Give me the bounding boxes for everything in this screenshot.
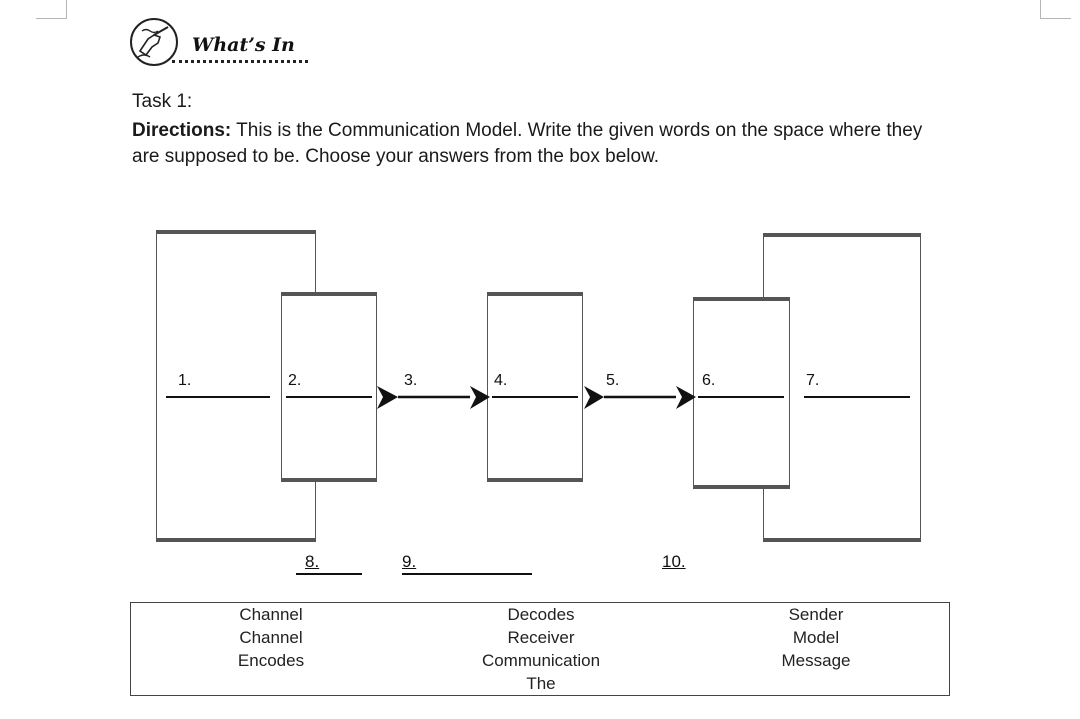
answer-word: Message: [781, 651, 851, 670]
blank-7[interactable]: [804, 396, 910, 398]
directions-text: Directions: This is the Communication Mo…: [132, 118, 952, 170]
page-corner-marker-left: [36, 0, 67, 19]
answer-column-2: Decodes Receiver Communication The: [461, 603, 621, 695]
blank-3[interactable]: [402, 396, 468, 398]
blank-1[interactable]: [166, 396, 270, 398]
blank-5[interactable]: [606, 396, 674, 398]
answer-word: Channel: [239, 605, 303, 624]
blank-9[interactable]: [402, 573, 532, 575]
decode-box: [693, 297, 790, 489]
answer-word: Channel: [239, 628, 303, 647]
blank-number-4: 4.: [494, 372, 508, 390]
answer-word: Sender: [788, 605, 844, 624]
answer-choices-box: Channel Channel Encodes Decodes Receiver…: [130, 602, 950, 696]
task-label: Task 1:: [132, 91, 193, 112]
hand-writing-icon: [128, 17, 180, 67]
arrow-icon: [470, 386, 490, 409]
blank-6[interactable]: [698, 396, 784, 398]
section-title: What’s In: [192, 34, 295, 56]
blank-number-6: 6.: [702, 372, 716, 390]
page-corner-marker-right: [1040, 0, 1071, 19]
answer-word: Receiver: [507, 628, 575, 647]
answer-word: Communication: [481, 651, 601, 670]
directions-label: Directions:: [132, 120, 232, 141]
blank-number-3: 3.: [404, 372, 418, 390]
blank-2[interactable]: [286, 396, 372, 398]
blank-number-9: 9.: [402, 552, 417, 571]
answer-word: Decodes: [507, 605, 575, 624]
blank-number-8: 8.: [305, 552, 320, 571]
answer-column-3: Sender Model Message: [761, 603, 871, 672]
directions-body: This is the Communication Model. Write t…: [132, 120, 923, 167]
arrow-icon: [377, 386, 398, 409]
arrow-icon: [676, 386, 696, 409]
blank-4[interactable]: [492, 396, 578, 398]
blank-number-7: 7.: [806, 372, 820, 390]
arrow-icon: [584, 386, 604, 409]
answer-word: Model: [792, 628, 840, 647]
answer-word: The: [526, 674, 556, 693]
blank-number-1: 1.: [178, 372, 192, 390]
blank-8[interactable]: [296, 573, 362, 575]
blank-number-5: 5.: [606, 372, 620, 390]
answer-column-1: Channel Channel Encodes: [221, 603, 321, 672]
section-title-underline: [172, 60, 308, 63]
blank-number-2: 2.: [288, 372, 302, 390]
blank-number-10: 10.: [662, 552, 686, 571]
answer-word: Encodes: [237, 651, 305, 670]
